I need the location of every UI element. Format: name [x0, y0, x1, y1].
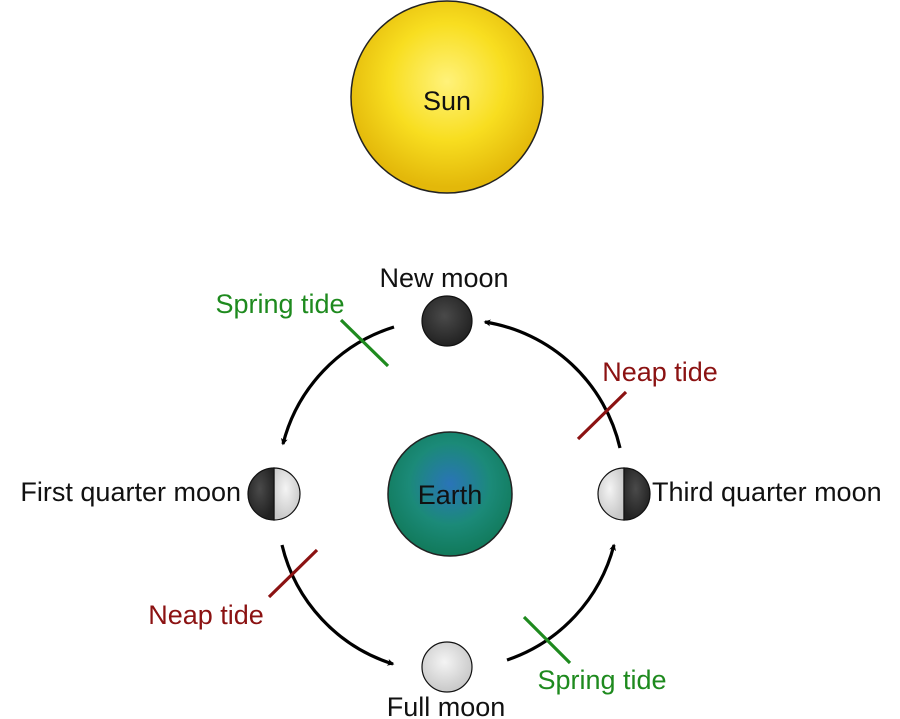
- new-moon-label: New moon: [379, 263, 508, 293]
- first-quarter-moon-light-half: [273, 467, 301, 521]
- orbit-arrows: [280, 319, 622, 666]
- earth-disc: [387, 431, 513, 557]
- sun-label: Sun: [423, 86, 471, 116]
- full-moon-disc: [421, 641, 473, 693]
- arrow-new-to-first-quarter: [280, 325, 395, 446]
- arrow-third-quarter-to-new: [483, 319, 622, 449]
- third-quarter-moon-light-half: [597, 467, 625, 521]
- neap-tide-marker-bottom-left: [267, 548, 319, 599]
- neap-tide-marker-top-right: [576, 390, 628, 441]
- new-moon: New moon: [379, 263, 509, 347]
- new-moon-disc: [421, 295, 473, 347]
- neap-tide-label-bottom-left: Neap tide: [148, 600, 264, 630]
- spring-tide-marker-bottom-right: [522, 615, 572, 665]
- arrow-full-to-third-quarter: [506, 543, 616, 662]
- earth-label: Earth: [418, 480, 483, 510]
- third-quarter-moon: Third quarter moon: [597, 467, 882, 521]
- earth: Earth: [387, 431, 513, 557]
- spring-tide-marker-top-left: [339, 318, 390, 368]
- third-quarter-moon-label: Third quarter moon: [652, 477, 882, 507]
- third-quarter-moon-dark-half: [623, 467, 651, 521]
- full-moon: Full moon: [387, 641, 506, 719]
- spring-tide-label-bottom-right: Spring tide: [537, 665, 666, 695]
- sun: Sun: [350, 0, 544, 194]
- sun-disc: [350, 0, 544, 194]
- tide-markers: [267, 318, 628, 665]
- neap-tide-label-top-right: Neap tide: [602, 357, 718, 387]
- full-moon-label: Full moon: [387, 692, 506, 719]
- arrow-first-quarter-to-full: [280, 544, 395, 666]
- spring-tide-label-top-left: Spring tide: [215, 289, 344, 319]
- first-quarter-moon-label: First quarter moon: [20, 477, 241, 507]
- first-quarter-moon: First quarter moon: [20, 467, 301, 521]
- first-quarter-moon-dark-half: [247, 467, 275, 521]
